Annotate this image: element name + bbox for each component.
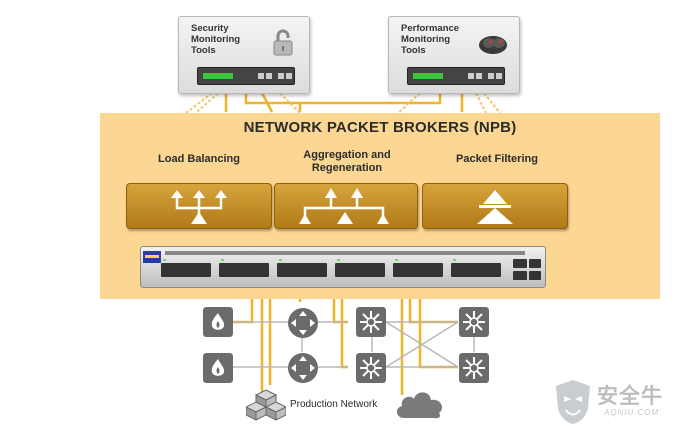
function-label-aggregation: Aggregation and Regeneration [303, 149, 391, 174]
packet-filtering-icon [477, 190, 513, 224]
npb-title: NETWORK PACKET BROKERS (NPB) [243, 119, 517, 136]
cloud-icon [396, 392, 443, 419]
security-monitoring-tools: Security Monitoring Tools [178, 16, 310, 94]
performance-tools-title: Performance Monitoring Tools [401, 23, 460, 56]
watermark-logo: 安全牛 AQNIU.COM [552, 378, 687, 428]
aggregation-regeneration-box [274, 183, 418, 229]
firewall-icon [203, 353, 233, 383]
aggregation-regeneration-icon [299, 188, 389, 224]
function-label-load-balancing: Load Balancing [158, 153, 240, 165]
switch-icon [459, 353, 489, 383]
switch-icon [459, 307, 489, 337]
switch-icon [356, 307, 386, 337]
watermark-text: 安全牛 [597, 385, 663, 408]
chassis-ports [143, 251, 541, 280]
security-tool-appliance [197, 67, 295, 85]
load-balancing-icon [171, 190, 227, 224]
production-network-label: Production Network [290, 399, 378, 410]
performance-monitoring-tools: Performance Monitoring Tools [388, 16, 520, 94]
security-tools-title: Security Monitoring Tools [191, 23, 241, 56]
firewall-icon [203, 307, 233, 337]
watermark-subtext: AQNIU.COM [604, 408, 660, 417]
router-icon [288, 308, 318, 338]
server-stack-icon [246, 389, 286, 421]
performance-tool-appliance [407, 67, 505, 85]
switch-icon [356, 353, 386, 383]
padlock-icon [273, 29, 293, 56]
packet-filtering-box [422, 183, 568, 229]
load-balancing-box [126, 183, 272, 229]
function-label-packet-filtering: Packet Filtering [456, 153, 538, 165]
npb-chassis [140, 246, 546, 288]
router-icon [288, 353, 318, 383]
dashboard-gauge-icon [479, 36, 507, 54]
shield-face-icon [556, 380, 590, 424]
